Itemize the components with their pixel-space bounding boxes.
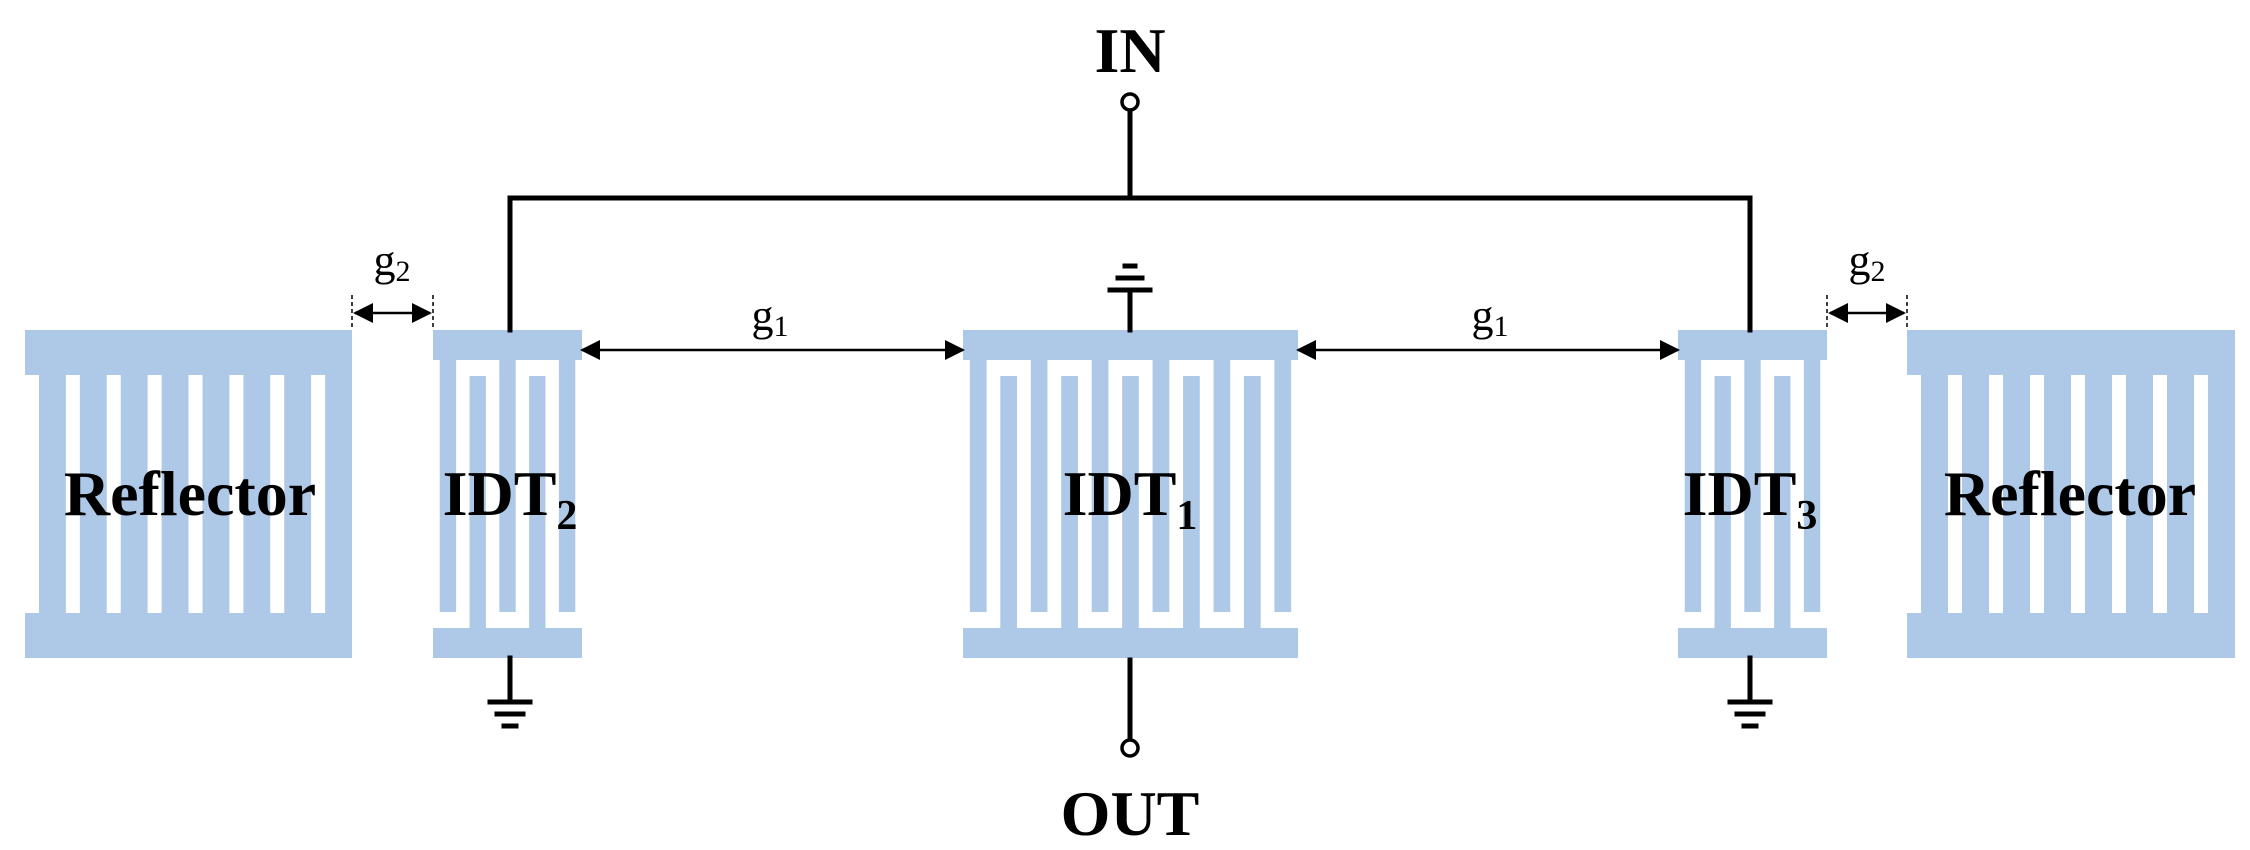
reflector-strip [2085,330,2112,658]
idt-finger-bottom [1000,376,1018,628]
idt3-label: IDT3 [1683,458,1818,539]
gap-g1-right-base: g [1472,291,1494,340]
gap-g2-left-dimension [351,295,434,330]
idt-finger-top [1152,360,1170,612]
ground-symbol-icon [1107,263,1153,333]
idt-finger-bottom [1714,376,1731,628]
idt-top-bus [963,330,1298,360]
reflector-strip [284,330,312,658]
output-terminal-icon [1120,738,1140,758]
input-bus-wire [507,107,1753,333]
reflector-strip [2126,330,2153,658]
idt-finger-bottom [1183,376,1200,628]
reflector-strip [243,330,271,658]
idt-finger-bottom [1061,376,1078,628]
reflector-left-label: Reflector [64,458,316,529]
idt-top-bus [1678,330,1827,360]
idt-top-bus [433,330,582,360]
input-label: IN [1094,15,1165,86]
idt1-label-sub: 1 [1176,493,1197,539]
idt3-electrode [1678,330,1827,658]
idt-finger-top [969,360,987,612]
idt-bottom-bus [1678,628,1827,658]
ground-symbol-icon [487,655,533,729]
reflector-strip [1962,330,1989,658]
idt-finger-top [1803,360,1821,612]
reflector-strip [2208,330,2235,658]
ground-symbol-icon [1727,655,1773,729]
gap-g2-left-sub: 2 [396,255,411,288]
idt-finger-bottom [1122,376,1139,628]
idt-bottom-bus [433,628,582,658]
gap-g2-right-sub: 2 [1871,255,1886,288]
gap-g1-left-sub: 1 [774,310,789,343]
idt-finger-top [439,360,457,612]
gap-g2-right-label: g2 [1849,236,1886,288]
gap-g1-left-label: g1 [752,291,789,343]
reflector-strip [325,330,352,658]
reflector-left [25,330,352,658]
idt-finger-top [1213,360,1231,612]
reflector-right-label: Reflector [1944,458,2196,529]
idt2-electrode [433,330,582,658]
idt3-label-base: IDT [1683,458,1797,529]
reflector-strip [202,330,230,658]
reflector-strip [79,330,107,658]
idt-finger-bottom [469,376,486,628]
gap-g2-left-label: g2 [374,236,411,288]
reflector-strip [2003,330,2030,658]
output-label: OUT [1061,778,1200,849]
idt-finger-top [1030,360,1048,612]
idt-finger-bottom [1774,376,1791,628]
idt-finger-bottom [529,376,546,628]
idt1-label-base: IDT [1063,458,1177,529]
reflector-strip [2044,330,2071,658]
idt-finger-top [1274,360,1292,612]
idt2-label-sub: 2 [556,493,577,539]
idt1-label: IDT1 [1063,458,1198,539]
idt-finger-top [499,360,516,612]
gap-g1-right-sub: 1 [1494,310,1509,343]
idt-finger-top [1744,360,1761,612]
reflector-strip [161,330,189,658]
idt2-label: IDT2 [443,458,578,539]
gap-g2-left-base: g [374,236,396,285]
idt-finger-top [1684,360,1702,612]
idt-finger-top [1091,360,1109,612]
reflector-strip [39,330,66,658]
reflector-strip [1921,330,1948,658]
idt-finger-bottom [1243,376,1261,628]
gap-g1-left-base: g [752,291,774,340]
idt1-electrode [963,330,1298,658]
reflector-strip [120,330,148,658]
gap-g2-right-base: g [1849,236,1871,285]
idt2-label-base: IDT [443,458,557,529]
reflector-right [1907,330,2235,658]
reflector-strip [2167,330,2194,658]
input-terminal-icon [1120,92,1140,112]
gap-g1-right-label: g1 [1472,291,1509,343]
idt-bottom-bus [963,628,1298,658]
idt-finger-top [558,360,576,612]
idt3-label-sub: 3 [1796,493,1817,539]
gap-g2-right-dimension [1826,295,1908,330]
